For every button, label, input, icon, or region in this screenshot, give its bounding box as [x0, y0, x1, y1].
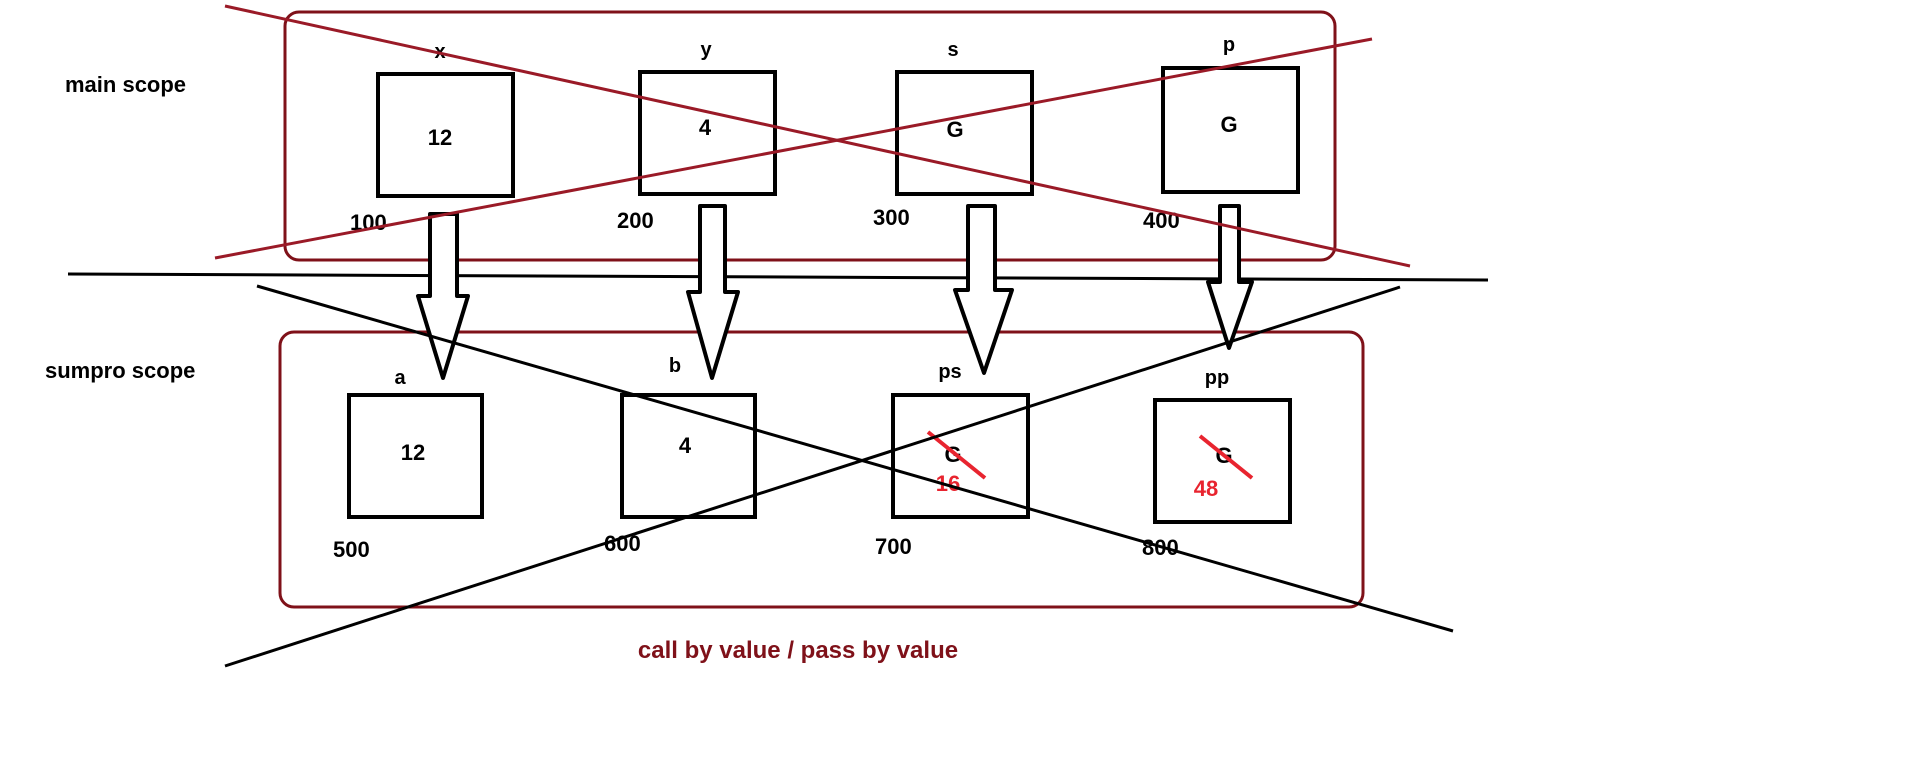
main-var-y: y 4 200	[617, 39, 777, 233]
var-name: ps	[938, 361, 961, 383]
copy-arrow-icon	[953, 204, 1014, 375]
sumpro-var-pp: pp G 48 800	[1142, 367, 1292, 560]
var-value: G	[946, 117, 963, 142]
copy-arrow-icon	[416, 212, 470, 380]
copy-arrow-icon	[1206, 204, 1254, 350]
var-name: pp	[1205, 367, 1229, 389]
var-new-value: 48	[1194, 476, 1218, 501]
var-address: 500	[333, 537, 370, 562]
strike-mark	[926, 430, 987, 480]
copy-arrow-icon	[686, 204, 740, 380]
sumpro-var-a: a 12 500	[333, 367, 484, 562]
var-box	[347, 393, 484, 519]
var-box	[1153, 398, 1292, 524]
var-box	[376, 72, 515, 198]
sumpro-scope-frame	[278, 330, 1365, 609]
var-box	[1161, 66, 1300, 194]
cross-out-line	[256, 284, 1454, 633]
var-address: 200	[617, 208, 654, 233]
var-name: s	[947, 39, 958, 61]
cross-out-line	[214, 37, 1373, 260]
scope-divider-line	[67, 272, 1489, 282]
var-name: y	[700, 39, 712, 61]
main-scope-frame	[283, 10, 1337, 262]
var-box	[895, 70, 1034, 196]
sumpro-var-b: b 4 600	[604, 355, 757, 556]
strike-mark	[1198, 434, 1254, 480]
var-address: 700	[875, 534, 912, 559]
main-var-x: x 12 100	[350, 41, 515, 235]
sumpro-scope-label: sumpro scope	[45, 358, 195, 383]
main-var-s: s G 300	[873, 39, 1034, 230]
var-value: 4	[679, 433, 692, 458]
var-address: 300	[873, 205, 910, 230]
diagram-caption: call by value / pass by value	[638, 637, 958, 664]
var-value: 12	[428, 125, 452, 150]
var-value: 12	[401, 440, 425, 465]
var-box	[638, 70, 777, 196]
cross-out-line	[224, 4, 1411, 268]
main-var-p: p G 400	[1143, 34, 1300, 233]
var-value: 4	[699, 115, 712, 140]
var-name: a	[394, 367, 406, 389]
main-scope-label: main scope	[65, 72, 186, 97]
var-name: b	[669, 355, 681, 377]
var-value: G	[1220, 112, 1237, 137]
cross-out-line	[224, 285, 1401, 668]
var-name: p	[1223, 34, 1235, 56]
sumpro-var-ps: ps G 16 700	[875, 361, 1030, 559]
var-box	[891, 393, 1030, 519]
